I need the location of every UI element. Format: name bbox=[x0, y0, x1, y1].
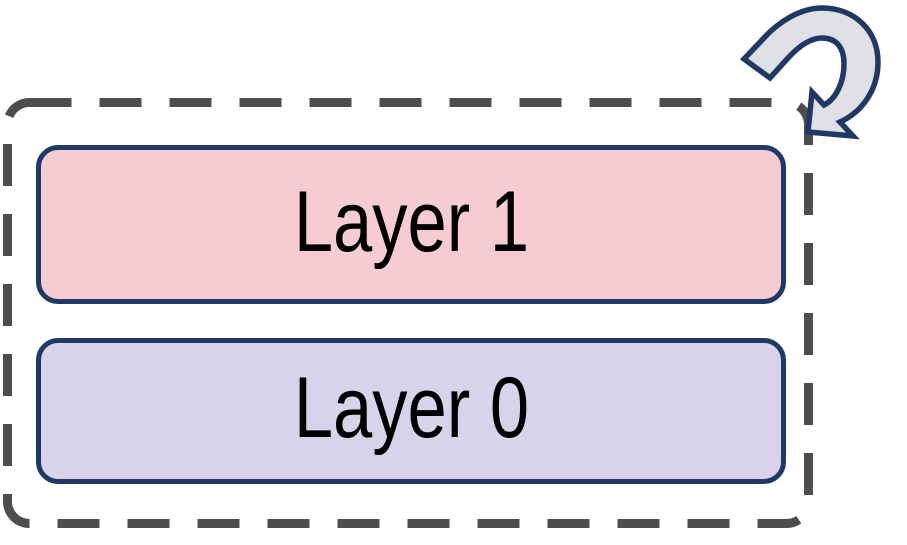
layer-label-layer-1: Layer 1 bbox=[293, 173, 529, 270]
loopback-arrow-path bbox=[739, 5, 881, 140]
layer-label-layer-0: Layer 0 bbox=[293, 360, 529, 456]
layer-box-layer-0[interactable]: Layer 0 bbox=[36, 338, 786, 484]
loopback-arrow-svg bbox=[739, 5, 881, 140]
loopback-arrow bbox=[726, 0, 907, 146]
layer-box-layer-1[interactable]: Layer 1 bbox=[36, 145, 786, 304]
